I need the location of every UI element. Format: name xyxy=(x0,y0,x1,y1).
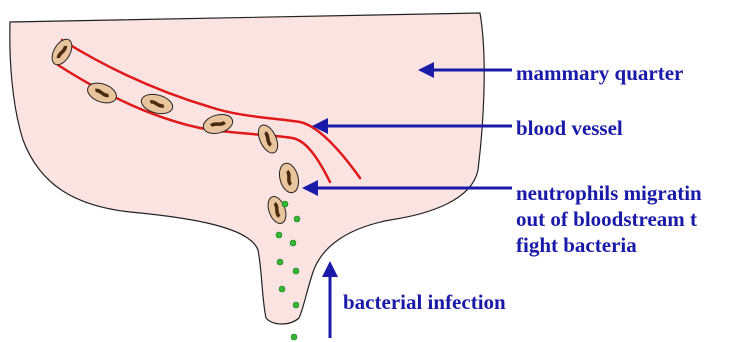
label-blood-vessel: blood vessel xyxy=(516,115,623,141)
bacterium xyxy=(276,232,282,238)
label-neutrophils: neutrophils migratin out of bloodstream … xyxy=(516,180,702,258)
bacterium xyxy=(277,259,283,265)
label-bacterial-infection: bacterial infection xyxy=(343,289,506,315)
bacterium xyxy=(290,240,296,246)
label-neutrophils-line-2: out of bloodstream t xyxy=(516,206,702,232)
bacterium xyxy=(291,334,297,340)
arrow-bacterial-infection xyxy=(322,261,338,338)
bacterium xyxy=(293,268,299,274)
label-neutrophils-line-1: neutrophils migratin xyxy=(516,180,702,206)
mammary-quarter-outline xyxy=(10,13,484,324)
label-mammary-quarter: mammary quarter xyxy=(516,60,683,86)
bacterium xyxy=(282,201,288,207)
bacterium xyxy=(293,302,299,308)
label-neutrophils-line-3: fight bacteria xyxy=(516,232,702,258)
bacterium xyxy=(279,286,285,292)
bacterium xyxy=(294,216,300,222)
